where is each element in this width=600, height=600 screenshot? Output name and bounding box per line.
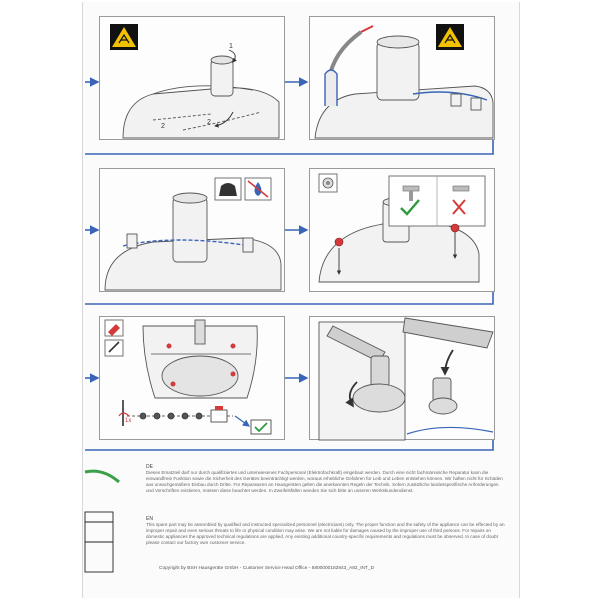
screw-sequence [118,400,272,435]
drawing-step-1 [122,49,280,139]
no-liquid-icon [244,177,272,201]
warning-text-block: DE Dieses Ersatzteil darf nur durch qual… [146,464,506,592]
screw-inset [388,175,486,227]
screwdriver-icon [108,341,120,353]
lang-label-en: EN [146,516,153,522]
step-label-2a: 2 [161,123,165,130]
copyright-footer: Copyright by BSH Hausgeräte GmbH - Custo… [159,566,375,571]
paragraph-en: This spare part may be assembled by qual… [146,522,505,545]
drawing-step-3 [104,192,282,291]
step-label-2b: 2 [207,119,211,126]
drawing-step-2 [314,25,494,139]
paragraph-de: Dieses Ersatzteil darf nur durch qualifi… [146,470,503,493]
panel5-markers [166,343,236,387]
warning-crush-icon [110,24,138,50]
lang-label-de: DE [146,464,153,470]
step-label-1: 1 [229,43,233,50]
instruction-sheet: 1 2 2 [82,2,520,598]
drill-icon [108,324,120,336]
drawing-step-5 [142,319,258,399]
warning-crush-icon [436,24,464,50]
red-screws [334,223,460,247]
flow-arrows [85,77,494,451]
correct-check-icon [400,199,420,216]
times-label: 1x [125,418,131,424]
instruction-drawings: 1 2 2 [84,24,494,573]
screw-head-icon [318,173,338,193]
drawing-step-6 [318,317,494,441]
gloves-icon [214,177,242,201]
wrong-cross-icon [452,199,466,215]
tool-icons [104,319,124,357]
logo-fragment [84,469,120,573]
